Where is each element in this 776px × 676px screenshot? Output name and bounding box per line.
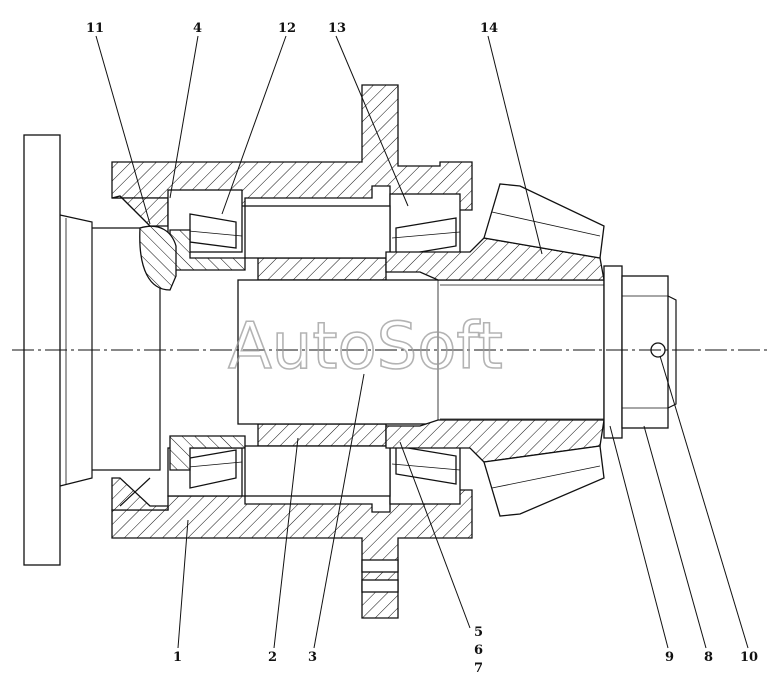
spacer-part-2 [244, 205, 391, 497]
callout-10: 10 [740, 650, 758, 665]
bearing-right-lower [389, 443, 461, 505]
callout-11: 11 [86, 21, 104, 36]
washer-part-9 [603, 265, 623, 439]
hub-cone [119, 195, 177, 507]
callout-12: 12 [278, 21, 296, 36]
callout-9: 9 [665, 650, 674, 665]
callout-5: 5 [474, 625, 483, 640]
bearing-right-upper [389, 193, 461, 257]
leader-lines [95, 35, 749, 649]
nut-part-8 [621, 275, 677, 429]
callout-7: 7 [474, 661, 483, 676]
bearing-left-upper [167, 189, 246, 271]
shaft-part-3 [237, 279, 605, 425]
callout-2: 2 [268, 650, 277, 665]
pinion-gear-14 [385, 183, 605, 517]
callout-13: 13 [328, 21, 346, 36]
callout-1: 1 [173, 650, 182, 665]
callout-4: 4 [193, 21, 202, 36]
watermark: AutoSoft [228, 310, 503, 384]
bearing-left-lower [167, 435, 246, 497]
callout-14: 14 [480, 21, 498, 36]
callout-6: 6 [474, 643, 483, 658]
callout-8: 8 [704, 650, 713, 665]
callout-3: 3 [308, 650, 317, 665]
callouts: 11 4 12 13 14 1 2 3 5 6 7 9 8 10 [86, 21, 758, 676]
